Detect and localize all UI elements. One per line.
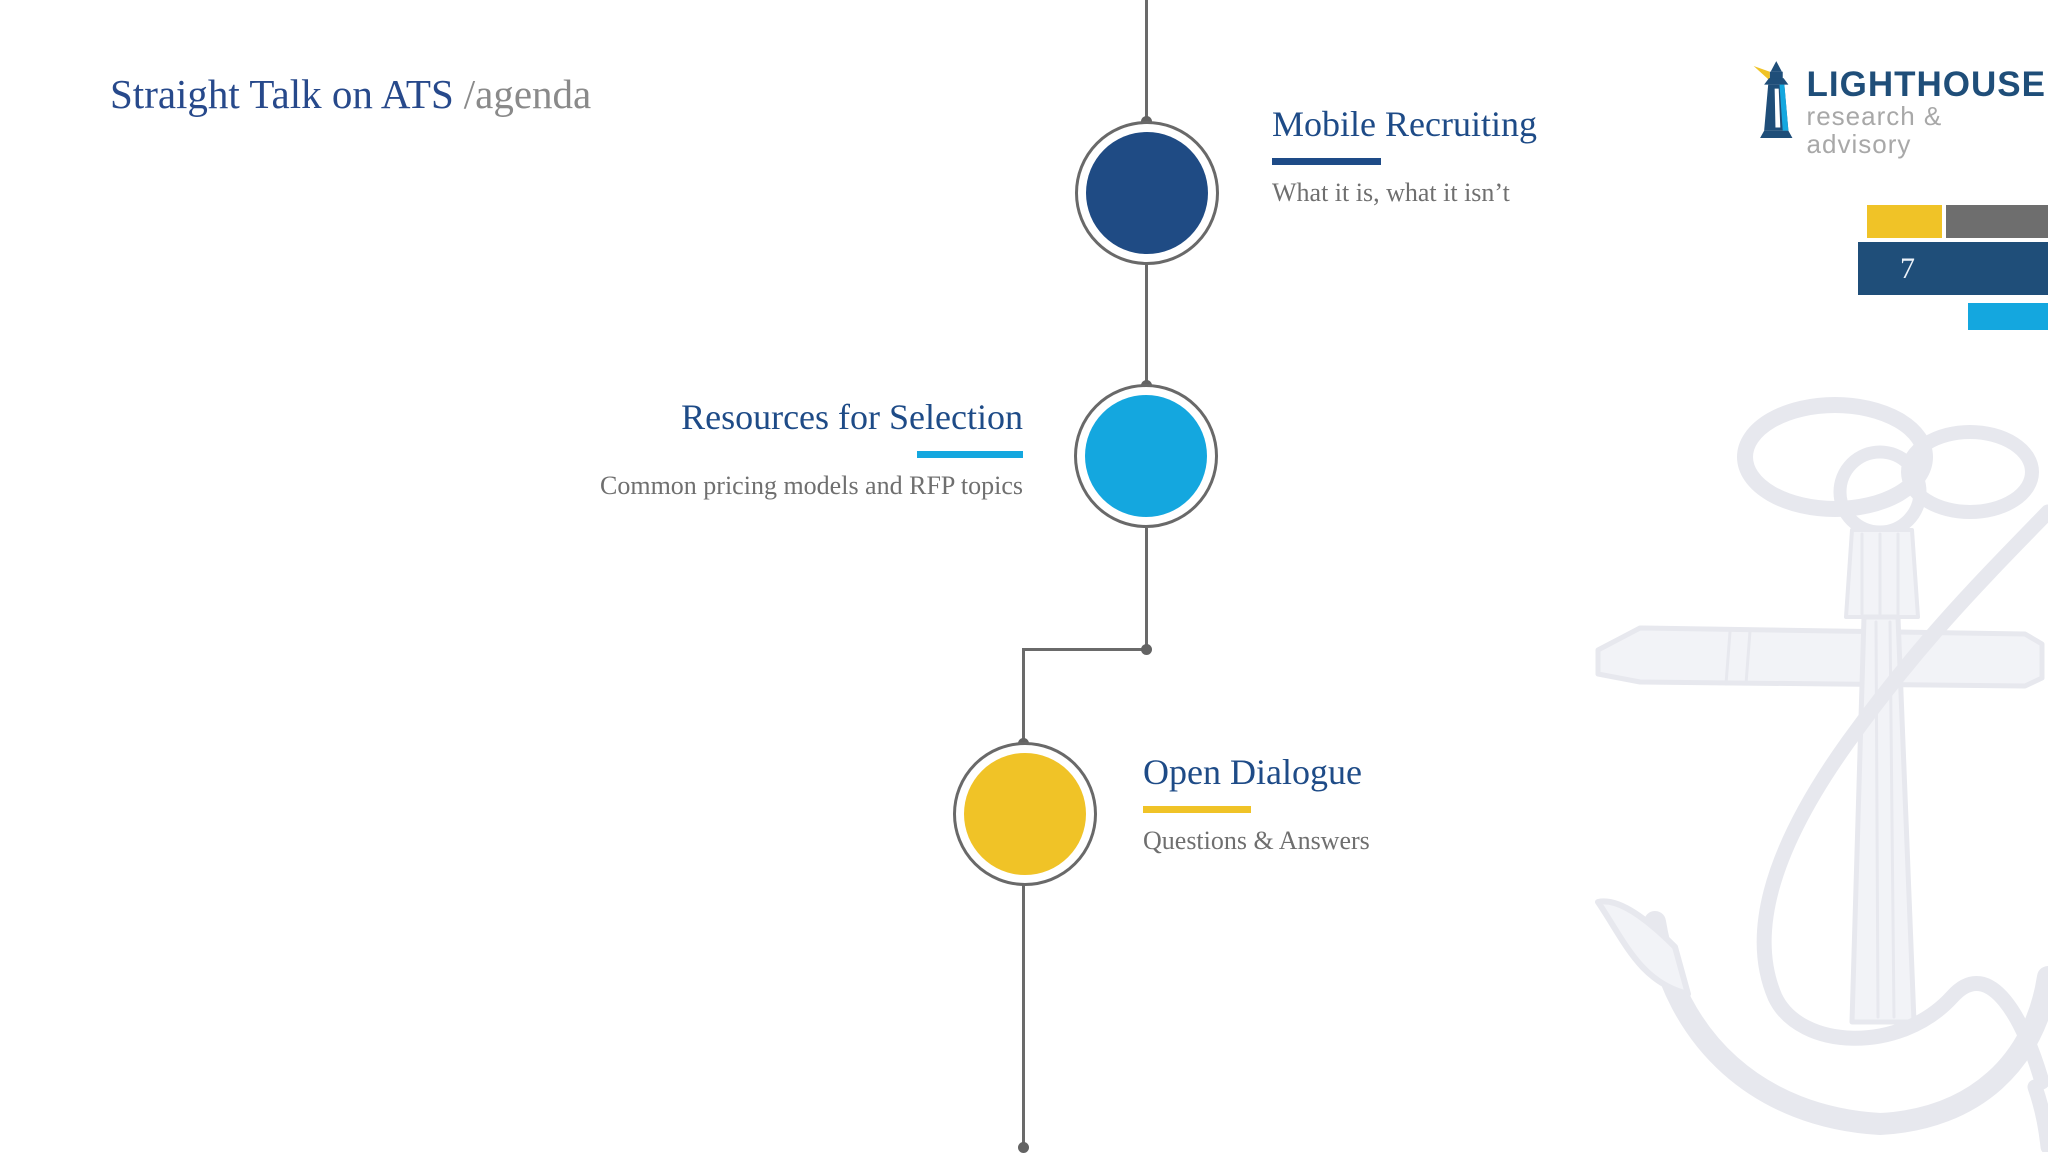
lighthouse-icon	[1753, 61, 1793, 139]
agenda-item-subtitle: Common pricing models and RFP topics	[600, 471, 1023, 500]
slide-title-suffix: /agenda	[463, 71, 592, 117]
agenda-item-resources-for-selection: Resources for Selection Common pricing m…	[600, 396, 1023, 501]
accent-underline	[1272, 158, 1381, 165]
slide-title-main: Straight Talk on ATS	[110, 71, 454, 117]
page-number: 7	[1900, 252, 1915, 285]
junction-dot-elbow	[1141, 644, 1152, 655]
connector-line-top	[1145, 0, 1148, 122]
accent-underline	[917, 451, 1023, 458]
junction-dot-end	[1018, 1142, 1029, 1153]
circle-fill-navy	[1086, 132, 1208, 254]
agenda-item-title: Open Dialogue	[1143, 752, 1362, 792]
accent-underline	[1143, 806, 1251, 813]
anchor-watermark-illustration	[1595, 397, 2048, 1152]
connector-line-elbow	[1022, 648, 1147, 651]
agenda-item-mobile-recruiting: Mobile Recruiting What it is, what it is…	[1272, 103, 1537, 208]
agenda-item-title: Resources for Selection	[681, 397, 1023, 437]
page-tag-yellow-bar	[1867, 205, 1942, 238]
circle-fill-cyan	[1085, 395, 1207, 517]
timeline-circle-resources	[1074, 384, 1218, 528]
agenda-item-subtitle: Questions & Answers	[1143, 826, 1370, 855]
agenda-item-open-dialogue: Open Dialogue Questions & Answers	[1143, 751, 1370, 856]
circle-fill-yellow	[964, 753, 1086, 875]
page-tag-gray-bar	[1946, 205, 2048, 238]
company-logo: LIGHTHOUSE research & advisory	[1752, 58, 2048, 158]
connector-line-mid	[1145, 264, 1148, 386]
timeline-circle-mobile-recruiting	[1075, 121, 1219, 265]
logo-name: LIGHTHOUSE	[1806, 65, 2046, 104]
page-number-bar: 7	[1858, 242, 2048, 295]
connector-line-below-circle2	[1145, 528, 1148, 650]
connector-line-above-circle3	[1022, 650, 1025, 745]
connector-line-bottom	[1022, 884, 1025, 1148]
agenda-item-title: Mobile Recruiting	[1272, 104, 1537, 144]
agenda-item-subtitle: What it is, what it isn’t	[1272, 178, 1510, 207]
slide-title: Straight Talk on ATS/agenda	[110, 70, 591, 118]
logo-text: LIGHTHOUSE research & advisory	[1807, 58, 2048, 158]
page-tag-cyan-bar	[1968, 303, 2048, 330]
logo-tagline: research & advisory	[1806, 101, 1943, 159]
timeline-circle-open-dialogue	[953, 742, 1097, 886]
